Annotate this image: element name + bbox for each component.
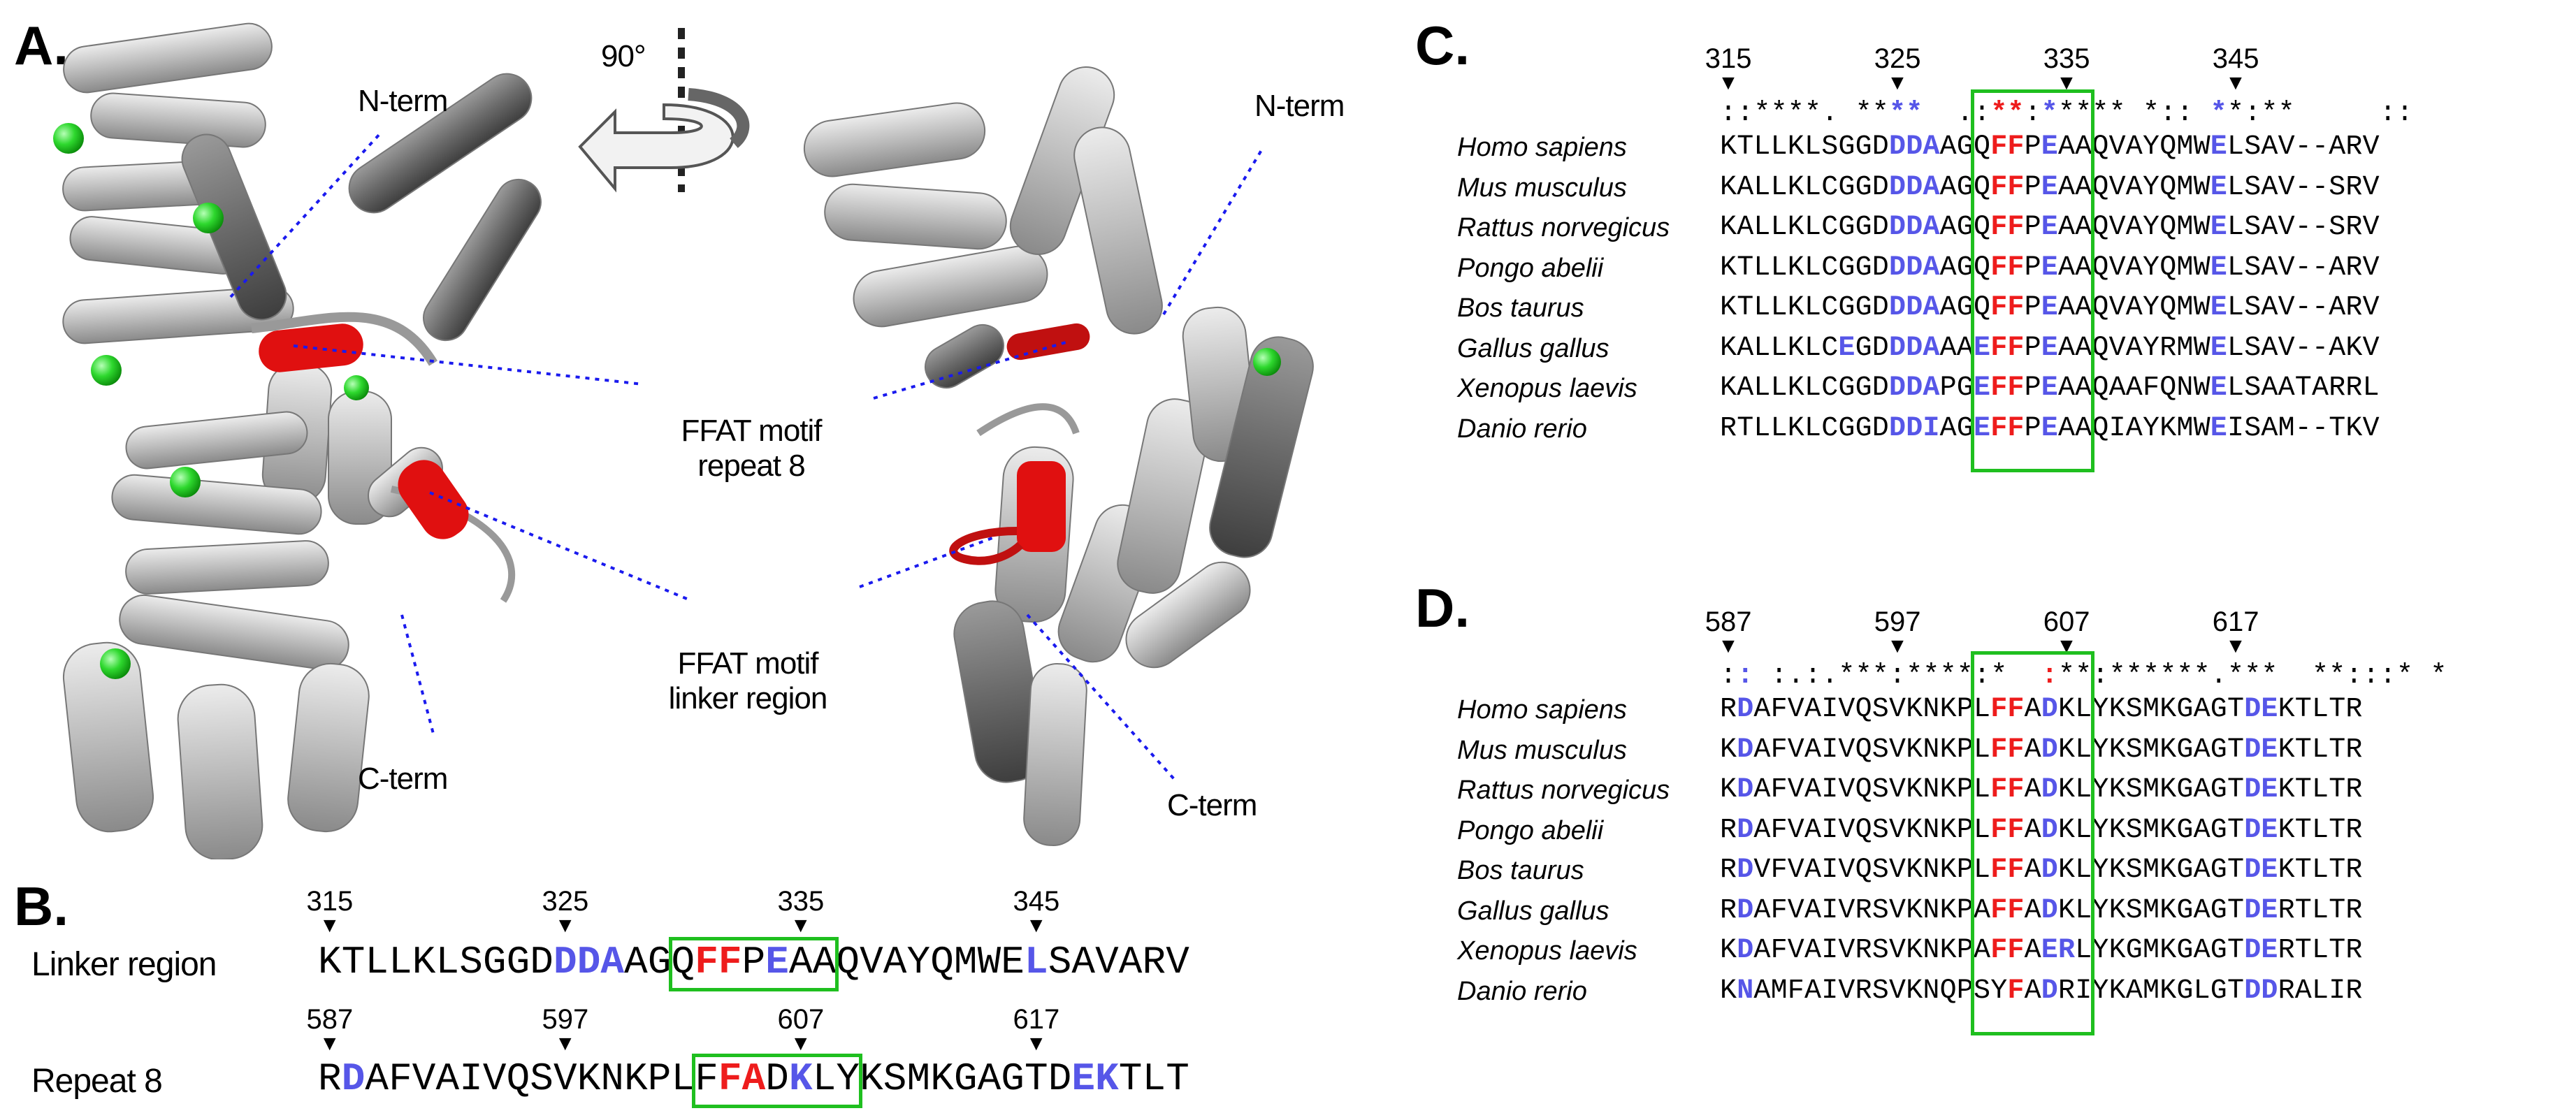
n-term-label-left: N-term — [358, 84, 448, 118]
species-label: Homo sapiens — [1457, 695, 1627, 725]
position-marker: ▼ — [1025, 914, 1047, 937]
position-marker: ▼ — [1025, 1032, 1047, 1055]
position-marker: ▼ — [1718, 634, 1739, 657]
species-label: Mus musculus — [1457, 735, 1627, 765]
position-marker: ▼ — [319, 914, 340, 937]
species-label: Pongo abelii — [1457, 815, 1604, 845]
position-marker: ▼ — [554, 914, 576, 937]
c-term-label-left: C-term — [358, 762, 448, 796]
position-number: 617 — [2212, 606, 2259, 637]
right-structure — [803, 66, 1314, 846]
ffat-linker-helix-left — [398, 460, 469, 539]
species-label: Homo sapiens — [1457, 133, 1627, 162]
species-label: Pongo abelii — [1457, 253, 1604, 283]
c-term-label-right: C-term — [1167, 788, 1257, 822]
species-label: Danio rerio — [1457, 976, 1587, 1006]
position-number: 597 — [1874, 606, 1921, 637]
species-label: Rattus norvegicus — [1457, 776, 1670, 805]
species-label: Bos taurus — [1457, 293, 1584, 323]
left-structure — [62, 22, 542, 859]
panel-c-label: C. — [1415, 15, 1470, 76]
row-label: Repeat 8 — [31, 1063, 163, 1100]
position-marker: ▼ — [554, 1032, 576, 1055]
panel-a-label: A. — [14, 15, 68, 76]
position-number: 335 — [777, 886, 825, 917]
position-number: 587 — [306, 1004, 354, 1035]
position-number: 315 — [1705, 43, 1752, 74]
position-marker: ▼ — [790, 914, 811, 937]
position-marker: ▼ — [2225, 71, 2246, 94]
ffat-motif-box — [1971, 89, 2095, 472]
position-marker: ▼ — [1887, 634, 1908, 657]
panel-d-label: D. — [1415, 577, 1470, 639]
position-number: 325 — [1874, 43, 1921, 74]
position-marker: ▼ — [319, 1032, 340, 1055]
protein-structure-illustration — [53, 22, 1314, 859]
position-number: 607 — [2043, 606, 2090, 637]
ffat-motif-box — [692, 1054, 863, 1108]
position-marker: ▼ — [1887, 71, 1908, 94]
species-label: Xenopus laevis — [1457, 374, 1637, 403]
species-label: Bos taurus — [1457, 856, 1584, 885]
position-number: 325 — [542, 886, 589, 917]
species-label: Danio rerio — [1457, 414, 1587, 444]
n-term-label-right: N-term — [1254, 89, 1345, 123]
position-number: 597 — [542, 1004, 589, 1035]
ffat-linker-helix-right — [1017, 461, 1066, 552]
row-label: Linker region — [31, 946, 217, 983]
annotation-lines — [229, 131, 1263, 780]
species-label: Xenopus laevis — [1457, 936, 1637, 966]
ffat-repeat-helix-left — [259, 323, 363, 372]
position-number: 607 — [777, 1004, 825, 1035]
ffat-motif-box — [1971, 651, 2095, 1035]
position-number: 315 — [306, 886, 354, 917]
panel-b-label: B. — [14, 875, 68, 937]
rotation-label: 90° — [601, 39, 646, 73]
ion-spheres-right — [1253, 348, 1281, 376]
position-number: 617 — [1013, 1004, 1060, 1035]
species-label: Gallus gallus — [1457, 333, 1609, 363]
ffat-repeat-helix-right — [1006, 323, 1090, 361]
ion-spheres-left — [53, 123, 369, 679]
position-number: 335 — [2043, 43, 2090, 74]
species-label: Gallus gallus — [1457, 896, 1609, 926]
position-marker: ▼ — [1718, 71, 1739, 94]
position-marker: ▼ — [790, 1032, 811, 1055]
position-marker: ▼ — [2225, 634, 2246, 657]
position-number: 345 — [1013, 886, 1060, 917]
position-number: 587 — [1705, 606, 1752, 637]
species-label: Rattus norvegicus — [1457, 213, 1670, 242]
ffat-motif-box — [668, 937, 839, 991]
rotation-arrow-icon — [578, 28, 750, 193]
position-number: 345 — [2212, 43, 2259, 74]
species-label: Mus musculus — [1457, 173, 1627, 203]
